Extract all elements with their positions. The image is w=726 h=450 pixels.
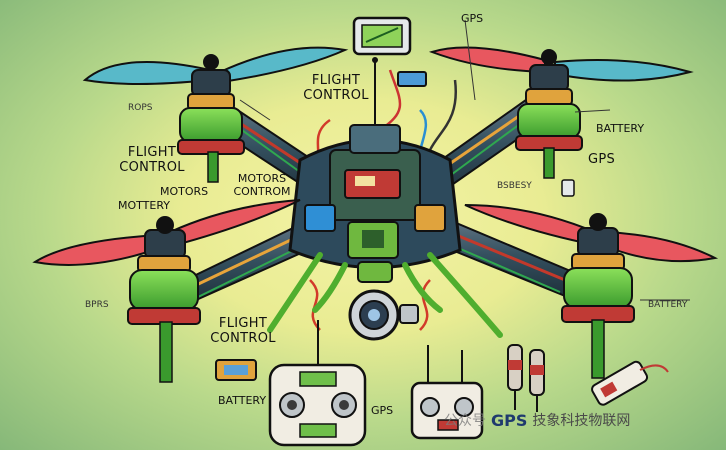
motor-bottom-left (127, 216, 201, 383)
central-frame (288, 57, 462, 341)
label-gps-top: GPS (461, 12, 484, 25)
radio-controller (268, 320, 367, 447)
propeller-top-left (82, 46, 349, 85)
small-module-top (397, 71, 427, 87)
label-flight-control-bottom-line2: CONTROL (210, 331, 276, 346)
label-flight-control-left-line1: FLIGHT (127, 145, 177, 160)
label-motors-controm-line2: CONTROM (233, 185, 291, 198)
label-battery-bottom: BATTERY (218, 394, 267, 407)
small-battery (215, 359, 257, 381)
label-motors-controm-line1: MOTORS (237, 172, 287, 185)
motor-bottom-right (561, 213, 635, 379)
watermark-suffix: 技象科技物联网 (532, 413, 631, 429)
transmitter (410, 345, 484, 440)
label-flight-control-top-line2: CONTROL (303, 88, 369, 103)
label-motors: MOTORS (160, 185, 209, 198)
landing-gear (267, 252, 503, 338)
motor-top-left (177, 54, 245, 183)
label-bprs: BPRS (85, 300, 109, 310)
label-flight-control-left-line2: CONTROL (119, 160, 185, 175)
gps-screen (352, 16, 412, 56)
label-gps-bottom: GPS (371, 404, 394, 417)
label-rops: ROPS (128, 103, 153, 113)
label-bsbesy: BSBESY (497, 181, 532, 191)
motor-top-right (515, 49, 583, 179)
watermark: 公众号 GPS 技象科技物联网 (444, 410, 630, 430)
watermark-prefix: 公众号 (444, 413, 486, 429)
label-gps-right: GPS (588, 152, 616, 167)
label-flight-control-top: FLIGHT CONTROL (296, 73, 376, 103)
label-motors-controm: MOTORS CONTROM (222, 172, 302, 198)
label-battery-right: BATTERY (596, 122, 645, 135)
cells (507, 344, 545, 412)
watermark-brand: GPS (491, 410, 528, 430)
leader-lines (239, 19, 690, 301)
propeller-bottom-right (464, 204, 719, 263)
label-flight-control-bottom: FLIGHT CONTROL (203, 316, 283, 346)
label-battery-right-lower: BATTERY (648, 300, 688, 310)
label-flight-control-left: FLIGHT CONTROL (112, 145, 192, 175)
label-flight-control-bottom-line1: FLIGHT (218, 316, 268, 331)
propeller-top-right (428, 46, 694, 82)
small-component-right (561, 179, 575, 197)
propeller-bottom-left (32, 199, 301, 266)
battery-pack (591, 360, 669, 406)
label-mottery: MOTTERY (118, 199, 171, 212)
label-flight-control-top-line1: FLIGHT (311, 73, 361, 88)
